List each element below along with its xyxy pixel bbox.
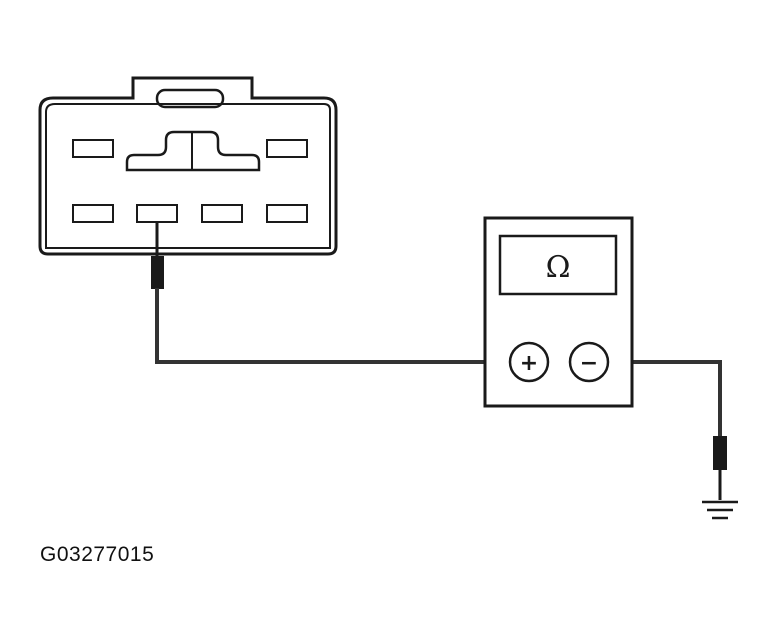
negative-lead-wire — [603, 360, 722, 440]
positive-terminal — [508, 341, 550, 383]
connector-key — [125, 130, 261, 172]
ohmmeter — [483, 216, 634, 408]
ground-probe-tip — [713, 436, 727, 470]
positive-lead-wire — [155, 288, 512, 364]
terminal-bottom-3 — [201, 204, 243, 223]
connector — [38, 76, 338, 256]
terminal-top-right — [266, 139, 308, 158]
positive-symbol: + — [520, 351, 538, 376]
connector-latch — [155, 88, 225, 109]
connector-inner-shell — [45, 103, 331, 249]
terminal-bottom-1 — [72, 204, 114, 223]
terminal-top-left — [72, 139, 114, 158]
terminal-bottom-2 — [136, 204, 178, 223]
terminal-bottom-4 — [266, 204, 308, 223]
negative-symbol: − — [580, 351, 598, 376]
negative-terminal — [568, 341, 610, 383]
positive-probe — [151, 222, 164, 289]
probe-tip — [151, 256, 164, 289]
negative-probe — [713, 436, 727, 500]
figure-id: G03277015 — [40, 543, 155, 566]
connector-outer-shell — [38, 76, 338, 256]
ohm-symbol: Ω — [546, 250, 571, 285]
meter-display — [498, 234, 618, 296]
ground-symbol — [702, 500, 738, 520]
